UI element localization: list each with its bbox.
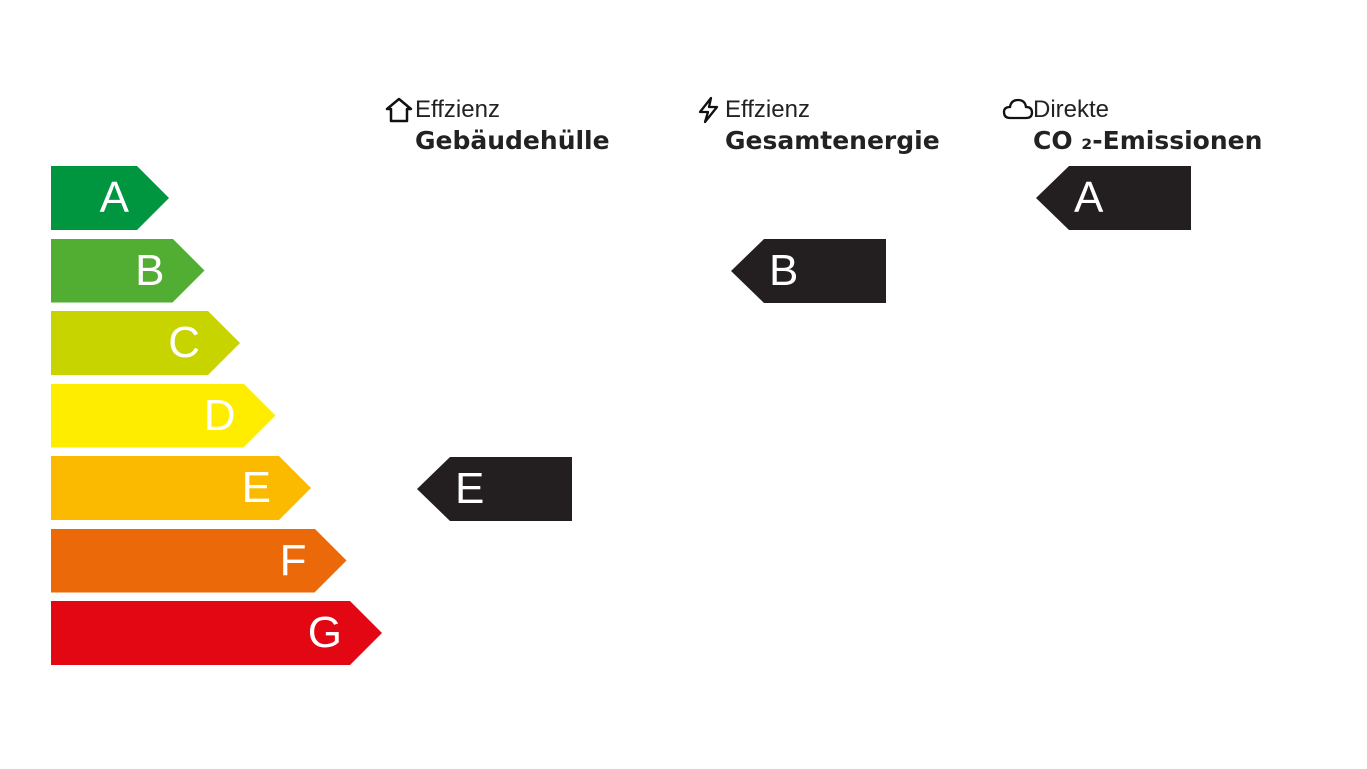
rating-label: A xyxy=(1074,173,1104,222)
scale-label: G xyxy=(307,608,342,657)
scale-label: D xyxy=(203,390,236,440)
cloud-icon xyxy=(1002,98,1034,120)
header-line2: CO ₂-Emissionen xyxy=(1033,126,1263,155)
scale-label: F xyxy=(279,535,307,585)
scale-bar-d: D xyxy=(51,384,276,448)
rating-marker-building-envelope: E xyxy=(417,457,572,521)
scale-bar-g: G xyxy=(51,601,382,665)
header-line1: Effzienz xyxy=(415,96,500,123)
scale-label: B xyxy=(135,245,165,295)
scale-bar-a: A xyxy=(51,166,169,230)
header-line2: Gesamtenergie xyxy=(725,126,940,155)
house-icon xyxy=(385,97,413,123)
lightning-icon xyxy=(698,96,719,124)
rating-label: B xyxy=(769,246,799,295)
rating-marker-co2-emissions: A xyxy=(1036,166,1191,230)
scale-bar-e: E xyxy=(51,456,311,520)
scale-label: E xyxy=(241,463,271,512)
header-line1: Direkte xyxy=(1033,96,1110,123)
scale-bar-c: C xyxy=(51,311,240,375)
scale-label: C xyxy=(168,318,200,367)
rating-label: E xyxy=(455,464,485,513)
header-line1: Effzienz xyxy=(725,96,810,123)
scale-bar-f: F xyxy=(51,529,347,593)
header-line2: Gebäudehülle xyxy=(415,126,610,155)
scale-bar-b: B xyxy=(51,239,205,303)
scale-label: A xyxy=(99,173,129,222)
rating-marker-total-energy: B xyxy=(731,239,886,303)
